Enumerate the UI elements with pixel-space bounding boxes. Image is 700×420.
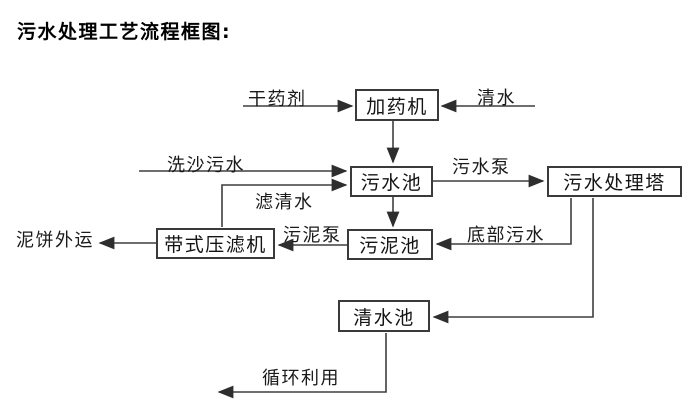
label-dry-agent: 干药剂 (248, 89, 307, 110)
node-sludge-pool: 污泥池 (347, 229, 433, 260)
edge-bottom-sewage-arrow (435, 198, 572, 251)
label-filtered-water: 滤清水 (255, 192, 314, 213)
label-bottom-sewage: 底部污水 (467, 225, 545, 246)
label-sand-washing-sewage: 洗沙污水 (167, 155, 245, 176)
label-recycling: 循环利用 (262, 368, 340, 389)
edge-tower-to-clean-pool-arrow (432, 198, 594, 324)
edge-recycling-arrow (217, 333, 387, 399)
node-clean-water-pool: 清水池 (338, 300, 430, 332)
label-mud-cake-out: 泥饼外运 (16, 230, 94, 251)
node-dosing-machine: 加药机 (355, 89, 439, 121)
page-title: 污水处理工艺流程框图: (17, 21, 232, 43)
edge-filtered-water-arrow (221, 178, 348, 227)
label-clean-water: 清水 (477, 88, 516, 109)
label-sludge-pump: 污泥泵 (283, 225, 342, 246)
label-sewage-pump: 污水泵 (452, 157, 511, 178)
node-sewage-pool: 污水池 (350, 166, 433, 197)
node-sewage-treatment-tower: 污水处理塔 (547, 166, 682, 197)
node-belt-filter-press: 带式压滤机 (156, 228, 275, 259)
